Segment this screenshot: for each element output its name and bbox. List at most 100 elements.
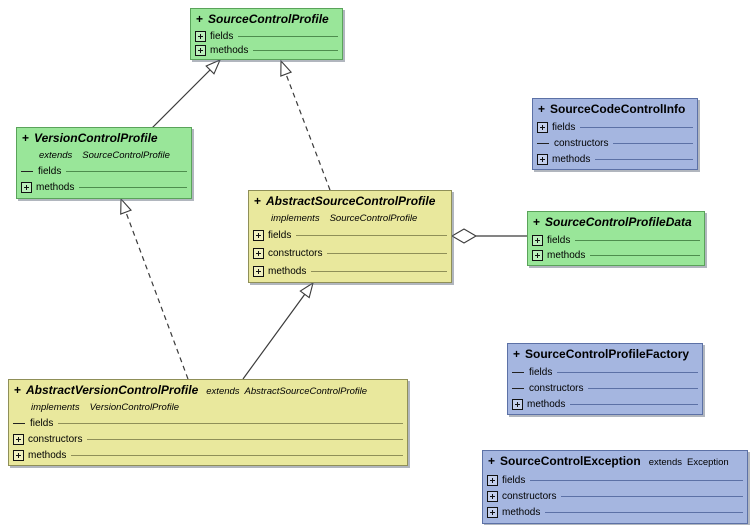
- member-label: methods: [210, 44, 249, 56]
- member-section-fields: fields: [508, 365, 702, 381]
- class-name: AbstractVersionControlProfile: [26, 383, 199, 397]
- member-label: fields: [38, 165, 62, 177]
- aggregation-diamond[interactable]: [450, 228, 478, 244]
- expand-methods-icon[interactable]: [512, 398, 523, 410]
- subtitle-keyword: implements: [31, 402, 80, 413]
- expand-methods-icon[interactable]: [537, 153, 548, 165]
- edge-generalization[interactable]: [151, 58, 222, 129]
- class-title: +SourceCodeControlInfo: [533, 99, 697, 120]
- member-label: methods: [502, 507, 541, 519]
- member-label: fields: [547, 235, 571, 246]
- member-label: fields: [529, 367, 553, 379]
- member-section-methods: methods: [17, 180, 191, 197]
- expand-constructors-icon[interactable]: [253, 247, 264, 259]
- expand-methods-icon[interactable]: [13, 449, 24, 461]
- member-section-fields: fields: [191, 30, 342, 44]
- subtitle-keyword: extends: [39, 150, 73, 161]
- member-section-methods: methods: [191, 44, 342, 58]
- member-section-fields: fields: [483, 472, 747, 488]
- expand-methods-icon[interactable]: [253, 265, 264, 277]
- member-label: constructors: [502, 490, 557, 502]
- expand-fields-icon[interactable]: [532, 235, 543, 246]
- member-label: constructors: [529, 383, 584, 394]
- visibility-symbol: +: [22, 131, 30, 145]
- extends-keyword: extends: [648, 457, 682, 468]
- member-separator-line: [613, 143, 693, 144]
- extends-target: AbstractSourceControlProfile: [244, 386, 368, 397]
- member-section-methods: methods: [249, 262, 451, 280]
- class-title: + VersionControlProfile: [17, 128, 191, 149]
- empty-section-dash: [13, 422, 25, 424]
- edge-realization[interactable]: [280, 59, 331, 191]
- class-name: SourceControlException: [500, 454, 641, 468]
- member-section-constructors: constructors: [483, 488, 747, 504]
- member-section-constructors: constructors: [533, 136, 697, 152]
- expand-methods-icon[interactable]: [21, 182, 32, 194]
- edge-generalization[interactable]: [242, 281, 314, 380]
- member-separator-line: [79, 187, 187, 189]
- visibility-symbol: +: [538, 102, 546, 116]
- expand-fields-icon[interactable]: [253, 229, 264, 241]
- member-separator-line: [87, 438, 403, 440]
- expand-methods-icon[interactable]: [195, 44, 206, 56]
- member-section-methods: methods: [508, 396, 702, 412]
- subtitle-target: SourceControlProfile: [329, 213, 418, 224]
- expand-fields-icon[interactable]: [195, 31, 206, 43]
- member-section-methods: methods: [533, 151, 697, 167]
- member-label: fields: [268, 229, 292, 241]
- member-section-fields: fields: [533, 120, 697, 136]
- member-separator-line: [561, 495, 743, 497]
- member-label: methods: [547, 250, 586, 261]
- member-separator-line: [311, 270, 447, 272]
- member-label: fields: [30, 417, 54, 429]
- class-name: VersionControlProfile: [34, 131, 158, 145]
- member-label: fields: [502, 474, 526, 486]
- member-separator-line: [545, 512, 743, 514]
- visibility-symbol: +: [513, 347, 521, 361]
- expand-constructors-icon[interactable]: [487, 490, 498, 502]
- empty-section-dash: [21, 170, 33, 172]
- visibility-symbol: +: [196, 12, 204, 26]
- edge-realization[interactable]: [120, 197, 189, 380]
- class-title: +SourceControlProfile: [191, 9, 342, 30]
- member-separator-line: [71, 454, 403, 456]
- member-label: fields: [552, 122, 576, 134]
- expand-constructors-icon[interactable]: [13, 433, 24, 445]
- visibility-symbol: +: [533, 215, 541, 229]
- member-label: constructors: [28, 433, 83, 445]
- member-separator-line: [238, 36, 338, 38]
- member-label: methods: [527, 398, 566, 410]
- expand-methods-icon[interactable]: [487, 507, 498, 519]
- extends-target: Exception: [686, 457, 729, 468]
- empty-section-dash: [512, 388, 524, 389]
- member-label: methods: [28, 449, 67, 461]
- member-separator-line: [58, 422, 403, 424]
- extends-clause: extends Exception: [641, 454, 729, 468]
- member-section-fields: fields: [249, 226, 451, 244]
- visibility-symbol: +: [14, 383, 22, 397]
- member-section-fields: fields: [9, 415, 407, 431]
- empty-section-dash: [512, 372, 524, 374]
- member-separator-line: [595, 158, 693, 160]
- expand-methods-icon[interactable]: [532, 250, 543, 261]
- member-section-constructors: constructors: [249, 244, 451, 262]
- class-SourceCodeControlInfo[interactable]: +SourceCodeControlInfo fields constructors…: [532, 98, 698, 170]
- class-name: AbstractSourceControlProfile: [266, 194, 436, 208]
- class-SourceControlProfileFactory[interactable]: +SourceControlProfileFactory fields constr…: [507, 343, 703, 415]
- class-title: +SourceControlProfileFactory: [508, 344, 702, 365]
- member-section-methods: methods: [483, 505, 747, 521]
- empty-section-dash: [537, 143, 549, 144]
- expand-fields-icon[interactable]: [487, 474, 498, 486]
- expand-fields-icon[interactable]: [537, 122, 548, 134]
